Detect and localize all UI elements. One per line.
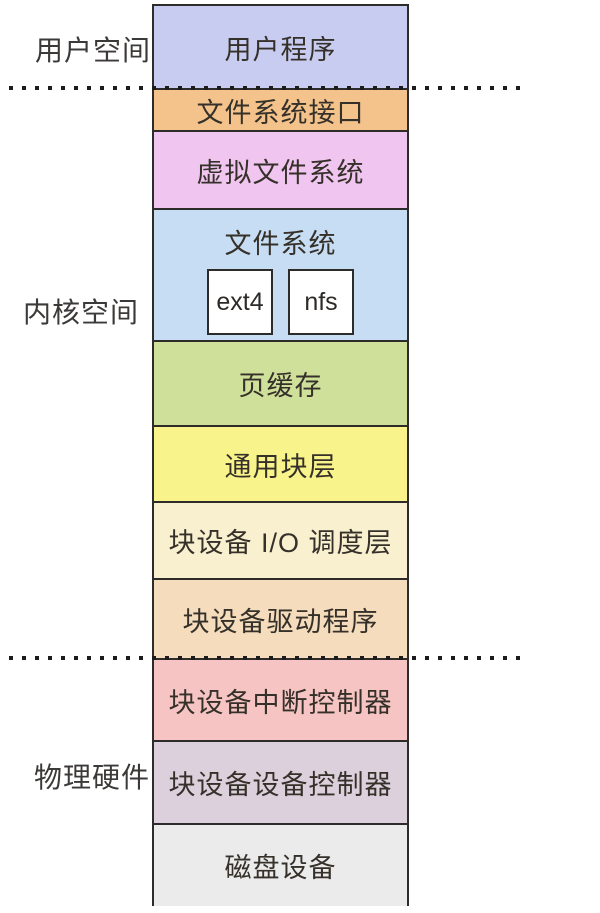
layer-io-scheduler-label: 块设备 I/O 调度层 (168, 528, 393, 558)
layer-user-program-label: 用户程序 (224, 34, 337, 65)
layer-page-cache-label: 页缓存 (238, 371, 323, 401)
kernel-space-label: 内核空间 (23, 297, 140, 328)
nfs-label: nfs (304, 287, 338, 316)
layer-device-controller-label: 块设备设备控制器 (168, 770, 393, 800)
layer-user-program: 用户程序 (154, 6, 407, 90)
ext4-label: ext4 (216, 287, 264, 316)
layer-io-scheduler: 块设备 I/O 调度层 (154, 503, 407, 580)
filesystem-types-row: ext4 nfs (207, 269, 354, 335)
layer-interrupt-controller-label: 块设备中断控制器 (168, 687, 393, 718)
layer-filesystem-interface: 文件系统接口 (154, 90, 407, 132)
layer-generic-block-label: 通用块层 (224, 451, 337, 482)
layer-disk-device-label: 磁盘设备 (224, 853, 337, 883)
layer-device-controller: 块设备设备控制器 (154, 742, 407, 825)
layer-stack: 用户程序 文件系统接口 虚拟文件系统 文件系统 ext4 nfs 页缓存 通用块… (152, 4, 409, 906)
layer-disk-device: 磁盘设备 (154, 825, 407, 906)
layer-virtual-filesystem-label: 虚拟文件系统 (196, 157, 365, 188)
layer-generic-block: 通用块层 (154, 427, 407, 503)
user-space-label: 用户空间 (35, 35, 152, 66)
filesystem-nfs-box: nfs (288, 269, 354, 335)
filesystem-ext4-box: ext4 (207, 269, 273, 335)
layer-filesystem-interface-label: 文件系统接口 (196, 97, 365, 128)
layer-interrupt-controller: 块设备中断控制器 (154, 660, 407, 742)
layer-filesystem: 文件系统 ext4 nfs (154, 210, 407, 342)
layer-page-cache: 页缓存 (154, 342, 407, 427)
layer-filesystem-label: 文件系统 (224, 229, 337, 259)
layer-virtual-filesystem: 虚拟文件系统 (154, 132, 407, 210)
physical-hardware-label: 物理硬件 (34, 762, 151, 793)
layer-block-driver-label: 块设备驱动程序 (182, 606, 379, 637)
userspace-kernel-divider (9, 86, 528, 90)
layer-block-driver: 块设备驱动程序 (154, 580, 407, 660)
kernel-hardware-divider (9, 656, 528, 660)
